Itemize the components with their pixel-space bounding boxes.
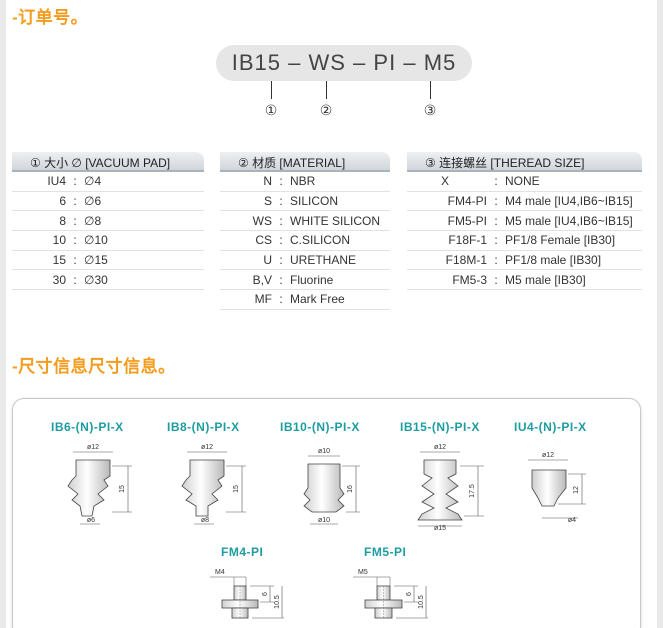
dim-bottom-iu4: ø4 <box>568 517 576 524</box>
marker-1: ① <box>264 102 278 118</box>
table-row: U:URETHANE <box>220 251 390 271</box>
dim-height-iu4: 12 <box>573 486 580 494</box>
dim-top-iu4: ø12 <box>542 452 554 459</box>
dim-top-ib8: ø12 <box>201 444 213 451</box>
table-row: 8:∅8 <box>12 211 204 232</box>
size-table: ① 大小 ∅ [VACUUM PAD] IU4:∅4 6:∅6 8:∅8 10:… <box>12 152 204 291</box>
drawing-ib15: ø12 17.5 ø15 <box>417 444 484 532</box>
dim-bottom-ib10: ø10 <box>318 517 330 524</box>
dim-top-ib15: ø12 <box>434 444 446 451</box>
marker-2: ② <box>319 102 333 118</box>
table-row: WS:WHITE SILICON <box>220 211 390 232</box>
size-table-header: ① 大小 ∅ [VACUUM PAD] <box>12 152 204 172</box>
dim-b-fm4: 10.5 <box>274 595 281 609</box>
table-row: FM5-3:M5 male [IB30] <box>407 270 642 291</box>
model-title-ib10: IB10-(N)-PI-X <box>280 420 360 434</box>
drawing-fm5: M5 6 10.5 <box>353 569 428 619</box>
thread-table-header: ③ 连接螺丝 [THEREAD SIZE] <box>407 152 642 172</box>
order-code-size: IB15 <box>231 50 281 75</box>
order-code-dash: – <box>288 50 302 75</box>
order-code-dash: – <box>353 50 367 75</box>
table-row: FM5-PI:M5 male [IU4,IB6~IB15] <box>407 211 642 232</box>
drawing-ib10: ø10 16 ø10 <box>303 448 360 525</box>
marker-3: ③ <box>423 102 437 118</box>
drawing-iu4: ø12 12 ø4 <box>528 452 586 524</box>
order-code-dash: – <box>403 50 417 75</box>
fitting-title-fm5: FM5-PI <box>364 545 407 559</box>
left-frame-border <box>0 0 6 628</box>
dim-thread-fm4: M4 <box>215 569 225 576</box>
dimension-drawing-panel <box>12 398 641 628</box>
order-code-fitting: PI <box>373 50 397 75</box>
dim-top-ib6: ø12 <box>87 444 99 451</box>
dim-bottom-ib6: ø6 <box>87 517 95 524</box>
thread-table: ③ 连接螺丝 [THEREAD SIZE] X:NONE FM4-PI:M4 m… <box>407 152 642 291</box>
table-row: IU4:∅4 <box>12 172 204 192</box>
size-section-title: -尺寸信息尺寸信息。 <box>12 357 176 376</box>
model-title-ib15: IB15-(N)-PI-X <box>400 420 480 434</box>
table-row: CS:C.SILICON <box>220 231 390 251</box>
dim-bottom-ib15: ø15 <box>434 525 446 532</box>
dim-bottom-ib8: ø8 <box>201 517 209 524</box>
model-title-iu4: IU4-(N)-PI-X <box>514 420 587 434</box>
marker-line-1 <box>271 81 272 99</box>
model-title-ib8: IB8-(N)-PI-X <box>167 420 240 434</box>
table-row: B,V:Fluorine <box>220 270 390 291</box>
order-code-pill: IB15 – WS – PI – M5 <box>216 45 472 81</box>
drawing-ib8: ø12 15 ø8 <box>181 444 246 525</box>
marker-line-3 <box>430 81 431 99</box>
dim-thread-fm5: M5 <box>358 569 368 576</box>
table-row: 6:∅6 <box>12 192 204 212</box>
fitting-title-fm4: FM4-PI <box>221 545 264 559</box>
dim-a-fm5: 6 <box>406 592 413 596</box>
order-section-title: -订单号。 <box>12 8 89 27</box>
dim-height-ib6: 15 <box>119 485 126 493</box>
dim-height-ib10: 16 <box>347 485 354 493</box>
table-row: 10:∅10 <box>12 231 204 251</box>
drawing-fm4: M4 6 10.5 <box>210 569 284 619</box>
dim-b-fm5: 10.5 <box>418 595 425 609</box>
table-row: X:NONE <box>407 172 642 192</box>
drawing-ib6: ø12 15 ø6 <box>67 444 132 525</box>
material-table: ② 材质 [MATERIAL] N:NBR S:SILICON WS:WHITE… <box>220 152 390 310</box>
table-row: F18F-1:PF1/8 Female [IB30] <box>407 231 642 251</box>
table-row: S:SILICON <box>220 192 390 212</box>
dim-top-ib10: ø10 <box>318 448 330 455</box>
model-title-ib6: IB6-(N)-PI-X <box>51 420 124 434</box>
table-row: 30:∅30 <box>12 270 204 291</box>
table-row: F18M-1:PF1/8 male [IB30] <box>407 251 642 271</box>
table-row: MF:Mark Free <box>220 290 390 310</box>
order-code-material: WS <box>308 50 346 75</box>
table-row: 15:∅15 <box>12 251 204 271</box>
marker-line-2 <box>326 81 327 99</box>
table-row: N:NBR <box>220 172 390 192</box>
dim-a-fm4: 6 <box>262 592 269 596</box>
table-row: FM4-PI:M4 male [IU4,IB6~IB15] <box>407 192 642 212</box>
material-table-header: ② 材质 [MATERIAL] <box>220 152 390 172</box>
dim-height-ib8: 15 <box>233 485 240 493</box>
dim-height-ib15: 17.5 <box>469 484 476 498</box>
right-frame-border <box>657 0 663 628</box>
order-code-thread: M5 <box>423 50 457 75</box>
